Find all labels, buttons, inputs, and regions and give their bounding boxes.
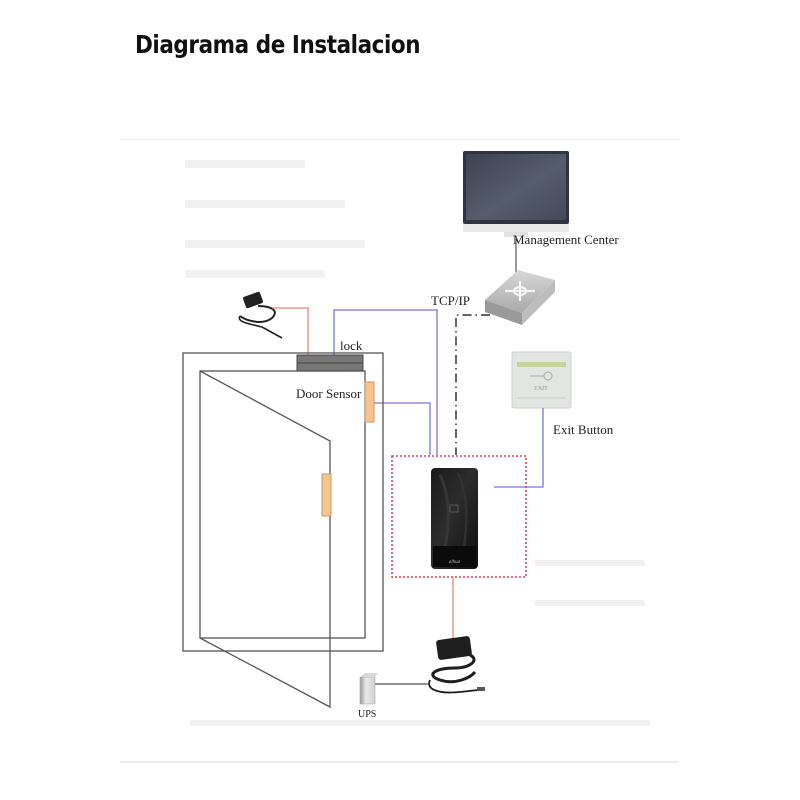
management-center-monitor[interactable] (463, 151, 569, 237)
page-title: Diagrama de Instalacion (135, 30, 421, 59)
monitor-chin (463, 224, 569, 232)
lock-power-adapter (238, 291, 283, 339)
reader-installation-zone (391, 455, 527, 578)
door-sensor-magnet[interactable] (321, 473, 332, 517)
background-ghost-text (185, 160, 650, 726)
exit-button-indicator (517, 362, 566, 367)
exit-button-label: Exit Button (553, 422, 614, 437)
top-divider (120, 139, 680, 140)
electric-lock[interactable] (296, 354, 364, 372)
bottom-divider (120, 761, 678, 763)
ups-device[interactable] (359, 673, 378, 705)
exit-button-face-text: EXIT (534, 386, 548, 392)
lock-label: lock (340, 338, 363, 353)
reader-power-adapter (428, 636, 485, 694)
switch-arrows-icon (505, 281, 535, 301)
door-sensor-signal-wire (374, 402, 431, 455)
management-center-label: Management Center (513, 232, 619, 247)
tcp-ip-label: TCP/IP (431, 293, 470, 308)
monitor-stand (504, 232, 528, 237)
door-sensor-frame-part[interactable] (364, 381, 375, 423)
door-sensor-label: Door Sensor (296, 386, 362, 401)
card-reader-icon (449, 504, 459, 513)
exit-button-wire (494, 408, 544, 488)
ups-label: UPS (358, 709, 376, 720)
reader-brand-logo: alhua (449, 560, 461, 565)
lock-power-wire (272, 307, 309, 355)
access-control-reader[interactable]: alhua (431, 468, 478, 569)
network-cable (455, 314, 490, 455)
door-inner-frame (199, 370, 366, 639)
network-switch[interactable] (485, 270, 555, 325)
monitor-screen (466, 154, 566, 220)
lock-signal-wire (333, 309, 438, 455)
exit-button-device[interactable]: EXIT (511, 351, 572, 409)
door-leaf (199, 370, 331, 709)
door-frame (182, 352, 384, 652)
